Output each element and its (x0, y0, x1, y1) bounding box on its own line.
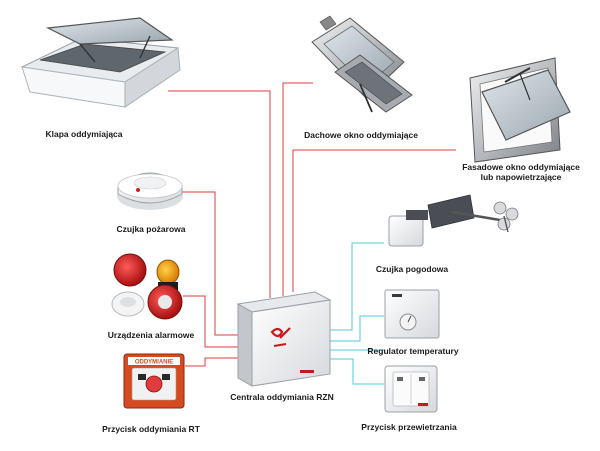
label-centrala: Centrala oddymiania RZN (230, 392, 334, 402)
line-przycisk-rt (185, 357, 240, 367)
label-urzadzenia: Urządzenia alarmowe (107, 330, 195, 340)
label-klapa: Klapa oddymiająca (45, 129, 123, 139)
line-dachowe (282, 82, 313, 296)
label-przycisk-przew: Przycisk przewietrzania (361, 422, 457, 432)
control-panel-icon (236, 291, 332, 387)
rt-panel-header: ODDYMIANIE (135, 360, 173, 366)
line-czujka-pozarowa (178, 191, 240, 336)
label-fasadowe: Fasadowe okno oddymiające lub napowietrz… (462, 162, 580, 182)
cyan-connections (330, 242, 384, 385)
roof-hatch-icon (20, 17, 181, 108)
line-czujka-pogodowa (330, 242, 384, 331)
label-fasadowe-line1: Fasadowe okno oddymiające (462, 162, 580, 172)
rt-button-icon: ODDYMIANIE (123, 353, 185, 409)
label-regulator: Regulator temperatury (367, 346, 459, 356)
facade-window-icon (469, 57, 571, 163)
label-czujka-pozarowa: Czujka pożarowa (116, 224, 186, 234)
label-przycisk-rt: Przycisk oddymiania RT (102, 424, 200, 434)
line-regulator (330, 315, 384, 342)
label-czujka-pogodowa: Czujka pogodowa (375, 264, 449, 274)
label-fasadowe-line2: lub napowietrzające (480, 172, 562, 182)
line-przewietrzanie (330, 358, 384, 385)
weather-sensor-icon (388, 194, 519, 247)
temperature-regulator-icon (384, 289, 440, 339)
label-dachowe: Dachowe okno oddymiające (304, 130, 418, 140)
line-klapa (168, 90, 271, 298)
red-connections (168, 82, 456, 367)
alarm-devices-icon (111, 253, 183, 320)
line-urzadzenia (183, 295, 240, 348)
smoke-detector-icon (117, 172, 183, 210)
roof-window-icon (311, 15, 413, 113)
line-fasadowe (292, 149, 456, 292)
ventilation-switch-icon (384, 365, 438, 413)
